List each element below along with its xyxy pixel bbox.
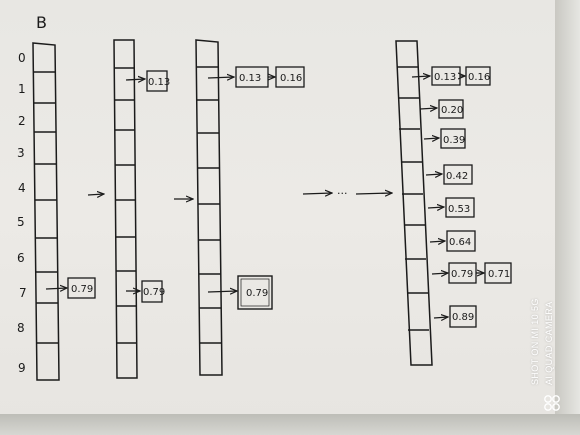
bucket-array-4: [395, 40, 433, 366]
index-4: 4: [18, 181, 26, 195]
index-9: 9: [18, 361, 26, 375]
index-3: 3: [17, 146, 25, 160]
transition-arrow-4: [355, 193, 392, 194]
stage4-bucket8-value: 0.89: [452, 312, 474, 323]
page-bottom-edge: [0, 414, 580, 435]
index-7: 7: [19, 286, 27, 300]
index-6: 6: [17, 251, 25, 265]
index-8: 8: [17, 321, 25, 335]
stage4-bucket3-value: 0.39: [443, 135, 465, 146]
transition-arrow-3: [302, 193, 332, 194]
camera-watermark: SHOT ON MI 10 5G AI QUAD CAMERA: [528, 125, 562, 385]
array-title: B: [36, 13, 47, 32]
stage2-bucket1-value: 0.13: [148, 77, 170, 88]
stage4-bucket1-value-b: 0.16: [468, 72, 490, 83]
bucket-array-2: [113, 39, 138, 379]
stage4-bucket5-value: 0.53: [448, 204, 470, 215]
transition-arrow-1: [87, 194, 104, 195]
index-2: 2: [18, 114, 26, 128]
index-5: 5: [17, 215, 25, 229]
notebook-page: [0, 0, 555, 420]
stage4-bucket7-value-a: 0.79: [451, 269, 473, 280]
stage4-bucket7-value-b: 0.71: [488, 269, 510, 280]
camera-logo-icon: [544, 395, 560, 411]
index-1: 1: [18, 82, 26, 96]
stage1-bucket7-value: 0.79: [71, 284, 93, 295]
stage4-bucket6-value: 0.64: [449, 237, 471, 248]
stage3-bucket1-value-a: 0.13: [239, 73, 261, 84]
stage4-bucket1-value-a: 0.13: [434, 72, 456, 83]
stage4-bucket2-value: 0.20: [441, 105, 463, 116]
stage4-bucket4-value: 0.42: [446, 171, 468, 182]
index-0: 0: [18, 51, 26, 65]
stage2-bucket7-value: 0.79: [143, 287, 165, 298]
index-labels: 0 1 2 3 4 5 6 7 8 9: [17, 51, 27, 375]
stage3-bucket1-value-b: 0.16: [280, 73, 302, 84]
bucket-array-3: [195, 39, 223, 376]
watermark-line-2: AI QUAD CAMERA: [544, 301, 554, 385]
ellipsis: ···: [337, 187, 348, 200]
stage3-bucket7-value: 0.79: [246, 288, 268, 299]
bucket-array-1: [32, 42, 60, 381]
page-edge: [555, 0, 580, 435]
watermark-line-1: SHOT ON MI 10 5G: [530, 298, 540, 385]
